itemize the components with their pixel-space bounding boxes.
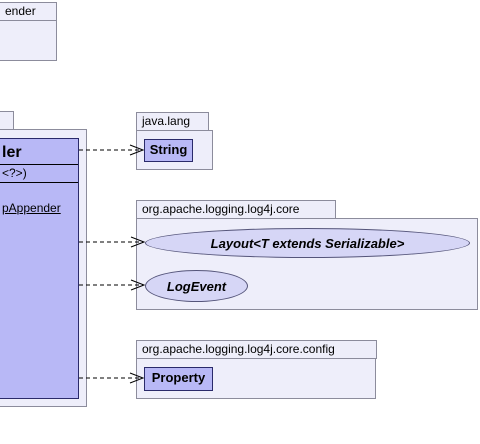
main-class-name: ler: [2, 144, 22, 161]
arrowhead-layout: [130, 236, 146, 248]
package-body-top-left: [0, 20, 57, 61]
main-class-constructor: <?>): [2, 166, 27, 180]
class-divider-1: [0, 164, 78, 165]
arrowhead-string: [129, 144, 145, 156]
arrowhead-property: [129, 372, 145, 384]
main-class-superclass-link[interactable]: pAppender: [2, 201, 61, 215]
arrowhead-logevent: [130, 279, 146, 291]
interface-logevent[interactable]: LogEvent: [145, 270, 248, 302]
class-string[interactable]: String: [144, 139, 193, 162]
package-tab-java-lang: java.lang: [136, 112, 209, 131]
interface-layout[interactable]: Layout<T extends Serializable>: [145, 228, 470, 258]
class-property[interactable]: Property: [144, 367, 213, 391]
class-divider-2: [0, 182, 78, 183]
main-class-box[interactable]: ler <?>) pAppender: [0, 138, 79, 399]
